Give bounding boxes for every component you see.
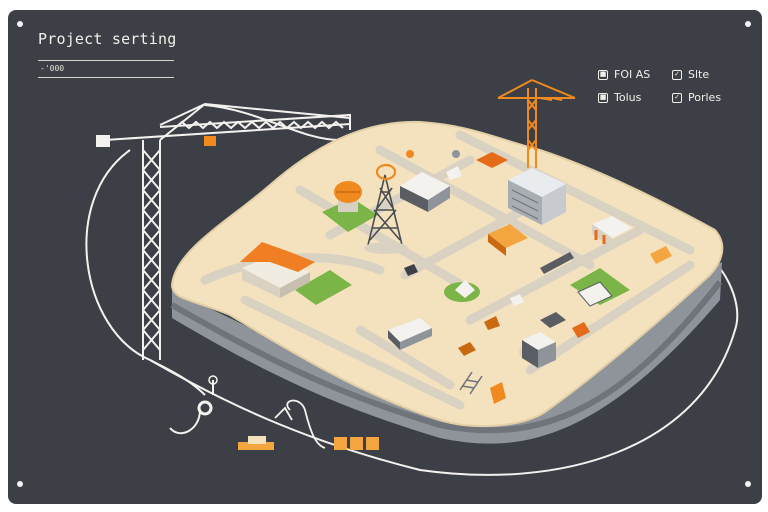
crane-hook-icon <box>197 400 213 416</box>
legend-item-foi-as[interactable]: ■ FOI AS <box>598 68 650 81</box>
corner-screw-icon <box>745 481 751 487</box>
material-crate-icon <box>350 437 363 450</box>
checkbox-mark: ✓ <box>674 70 680 78</box>
checkbox-icon[interactable]: ✓ <box>672 69 682 80</box>
material-crate-icon <box>366 437 379 450</box>
checkbox-icon[interactable]: ■ <box>598 92 608 103</box>
legend-label: FOI AS <box>614 68 651 81</box>
small-building-icon <box>388 150 672 404</box>
site-roads <box>200 130 695 410</box>
chalk-loop-line <box>85 149 739 476</box>
checkbox-mark: ■ <box>599 93 607 101</box>
material-pallet-icon <box>248 436 266 444</box>
green-lot <box>295 270 352 305</box>
legend-label: Slte <box>688 68 710 81</box>
legend-label: Tolus <box>614 91 642 104</box>
storage-dome-icon <box>334 181 362 212</box>
radio-tower-icon <box>364 163 408 254</box>
material-pallet-icon <box>238 442 274 450</box>
page-title: Project serting <box>38 30 177 48</box>
checkbox-mark: ■ <box>599 70 607 78</box>
legend-label: Porles <box>688 91 722 104</box>
scaffold-sketch <box>459 371 483 395</box>
chalk-arrow-icon <box>274 399 326 449</box>
crane-trolley-icon <box>204 136 216 146</box>
checkbox-icon[interactable]: ■ <box>598 69 608 80</box>
corner-screw-icon <box>17 21 23 27</box>
house-building-icon <box>240 242 315 298</box>
site-platform-side <box>170 280 723 434</box>
green-lot <box>322 198 378 232</box>
legend-item-site[interactable]: ✓ Slte <box>672 68 709 81</box>
page-subtitle: -ꞌ000 <box>40 64 65 73</box>
material-crate-icon <box>334 437 347 450</box>
tower-crane-icon <box>497 79 576 168</box>
corner-screw-icon <box>17 481 23 487</box>
office-building-icon <box>400 172 450 212</box>
crane-counterweight-icon <box>96 135 110 147</box>
legend-item-tolus[interactable]: ■ Tolus <box>598 91 641 104</box>
legend-item-porles[interactable]: ✓ Porles <box>672 91 721 104</box>
subtitle-divider <box>38 77 174 78</box>
site-platform-edge <box>172 262 722 444</box>
crane-hook-icon <box>208 375 218 385</box>
title-divider <box>38 60 174 61</box>
corner-screw-icon <box>745 21 751 27</box>
checkbox-icon[interactable]: ✓ <box>672 92 682 103</box>
tower-crane-outline-icon <box>104 102 351 435</box>
checkbox-mark: ✓ <box>674 93 680 101</box>
tall-building-icon <box>508 168 566 225</box>
